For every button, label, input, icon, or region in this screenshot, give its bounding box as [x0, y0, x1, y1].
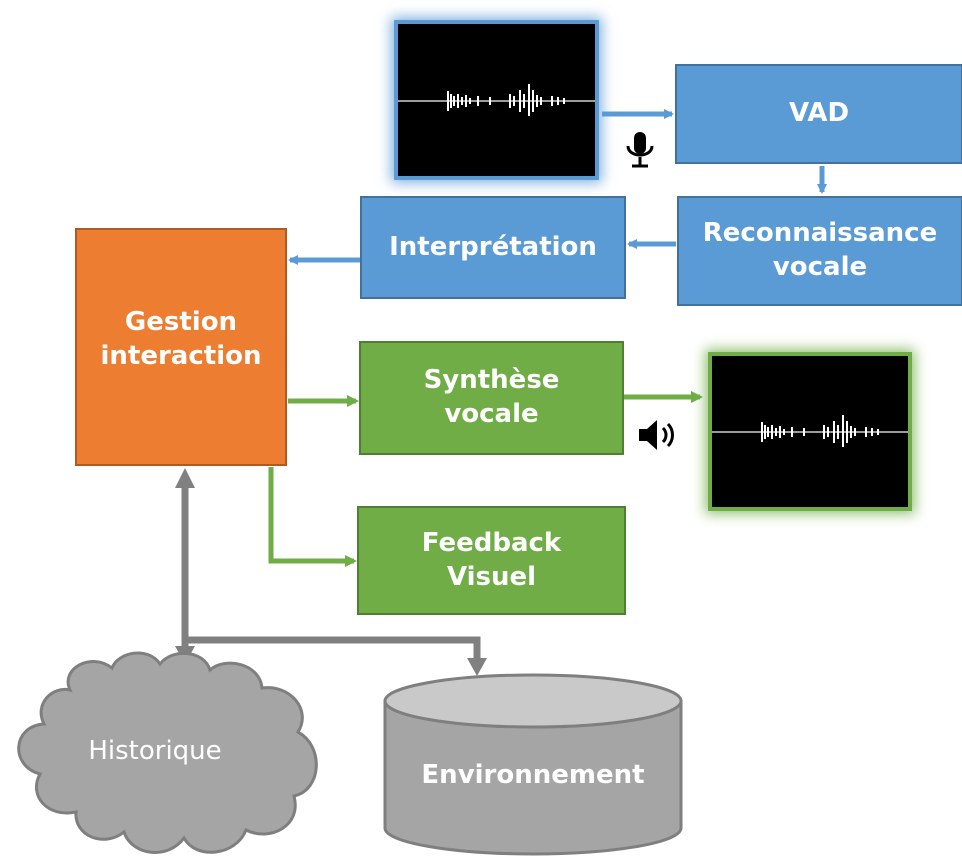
- feedback-label-line1: Feedback: [421, 527, 562, 558]
- speaker-icon: [639, 420, 674, 450]
- gestion-label-line2: interaction: [100, 340, 262, 371]
- environnement-cylinder-body: [383, 699, 683, 856]
- gestion-label-line1: Gestion: [124, 307, 238, 337]
- synthese-label-line2: vocale: [444, 399, 539, 429]
- gestion-interaction-node: Gestion interaction: [75, 228, 287, 466]
- audio-output-waveform: [712, 356, 908, 507]
- interpretation-label: Interprétation: [389, 231, 597, 262]
- synthese-vocale-node: Synthèse vocale: [359, 341, 624, 455]
- environnement-cylinder-top: [383, 673, 683, 729]
- interpretation-node: Interprétation: [360, 196, 626, 299]
- arrowhead-up-gestion: [175, 468, 195, 488]
- synthese-label-line1: Synthèse: [423, 365, 560, 396]
- historique-cloud: [17, 651, 318, 854]
- arrowhead-down-environnement: [467, 658, 487, 676]
- vad-label: VAD: [788, 98, 850, 129]
- feedback-visuel-node: Feedback Visuel: [357, 506, 626, 615]
- arrow-gestion-to-feedback: [268, 467, 357, 567]
- reconnaissance-label-line1: Reconnaissance: [702, 218, 938, 249]
- microphone-icon: [626, 132, 654, 168]
- reconnaissance-vocale-node: Reconnaissance vocale: [677, 196, 962, 306]
- reconnaissance-label-line2: vocale: [772, 252, 868, 282]
- environnement-label: Environnement: [421, 760, 645, 790]
- vad-node: VAD: [675, 64, 962, 164]
- feedback-label-line2: Visuel: [446, 561, 537, 592]
- historique-label: Historique: [88, 736, 222, 766]
- arrow-to-environnement: [185, 636, 481, 660]
- audio-input-waveform: [398, 24, 595, 176]
